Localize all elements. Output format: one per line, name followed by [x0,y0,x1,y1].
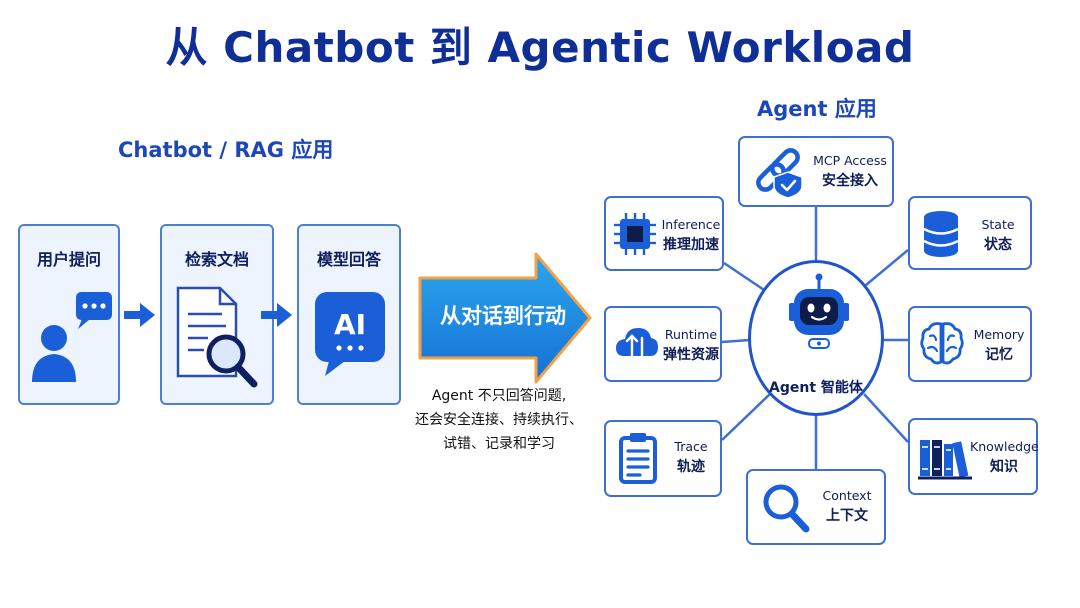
agent-hub: Agent 智能体 [748,260,884,416]
node-title-zh: 推理加速 [663,237,719,253]
svg-text:AI: AI [334,308,366,341]
node-text: Memory 记忆 [968,324,1030,366]
chatbot-section-label: Chatbot / RAG 应用 [118,138,334,162]
capability-runtime: Runtime 弹性资源 [604,306,722,382]
capability-inference: Inference 推理加速 [604,196,724,271]
robot-icon [789,273,849,349]
node-title-en: Knowledge [970,439,1039,454]
transition-arrow [418,252,592,384]
node-title-en: State [981,217,1015,232]
step-user-question: 用户提问 [18,224,120,405]
ai-chat-bubble-icon: AI [315,292,385,376]
node-title-zh: 安全接入 [822,173,878,189]
capability-state: State 状态 [908,196,1032,270]
flow-arrow-icon [261,303,292,327]
capability-memory: Memory 记忆 [908,306,1032,382]
node-text: Inference 推理加速 [660,214,722,256]
node-title-en: MCP Access [813,153,887,168]
document-search-icon [176,286,258,388]
caption-line: 还会安全连接、持续执行、 [415,412,583,428]
step-model-answer: 模型回答 AI [297,224,401,405]
step-label: 用户提问 [36,250,101,269]
capability-mcp-access: MCP Access 安全接入 [738,136,894,207]
step-label: 模型回答 [316,250,381,269]
cloud-icon [616,328,658,366]
step-label: 检索文档 [184,250,249,269]
node-text: MCP Access 安全接入 [812,150,888,192]
user-chat-icon [32,292,112,382]
node-text: Context 上下文 [814,485,880,527]
link-shield-icon [756,148,803,198]
brain-icon [920,322,964,365]
step-retrieve-docs: 检索文档 [160,224,274,405]
capability-context: Context 上下文 [746,469,886,545]
transition-arrow-label: 从对话到行动 [440,304,566,328]
node-title-zh: 记忆 [985,347,1013,363]
capability-knowledge: Knowledge 知识 [908,418,1039,495]
node-title-en: Inference [661,217,721,232]
flow-arrow-icon [124,303,155,327]
caption-line: 试错、记录和学习 [443,436,555,452]
node-title-zh: 上下文 [826,508,868,524]
node-title-en: Memory [973,327,1025,342]
node-title-en: Trace [674,439,708,454]
chip-icon [614,213,656,255]
hub-label: Agent 智能体 [769,380,863,396]
node-title-zh: 状态 [984,237,1012,253]
books-icon [918,440,972,480]
node-text: Runtime 弹性资源 [662,324,720,366]
node-text: Trace 轨迹 [662,436,720,478]
node-title-en: Runtime [664,327,718,342]
clipboard-icon [619,433,657,484]
caption-line: Agent 不只回答问题, [431,388,567,404]
node-title-zh: 弹性资源 [663,347,719,363]
page-title: 从 Chatbot 到 Agentic Workload [165,23,915,72]
transition-caption: Agent 不只回答问题, 还会安全连接、持续执行、 试错、记录和学习 [408,384,590,456]
node-text: Knowledge 知识 [970,436,1039,478]
node-text: State 状态 [966,214,1030,256]
node-title-en: Context [822,488,872,503]
node-title-zh: 轨迹 [677,459,705,475]
capability-trace: Trace 轨迹 [604,420,722,497]
agent-section-label: Agent 应用 [757,97,877,121]
magnifier-icon [763,484,810,533]
node-title-zh: 知识 [990,459,1018,475]
database-icon [923,211,959,257]
